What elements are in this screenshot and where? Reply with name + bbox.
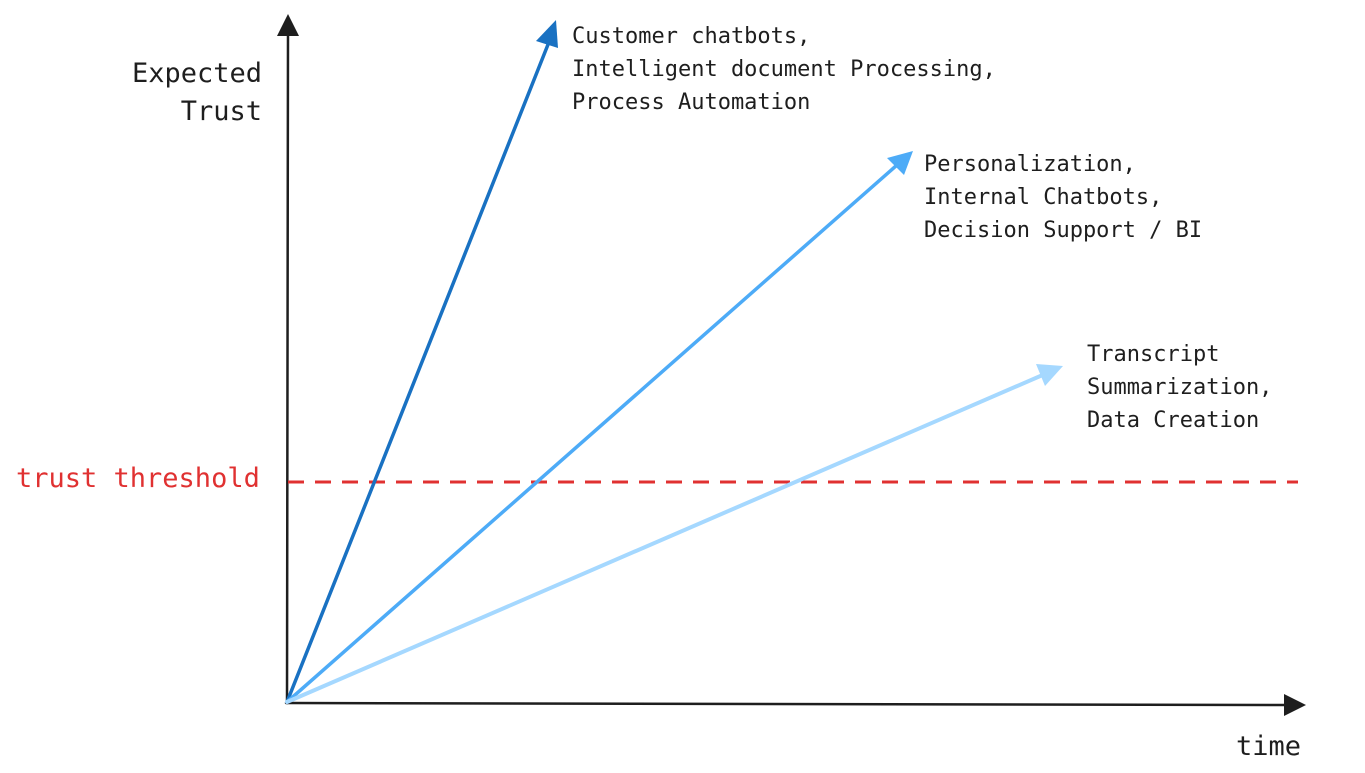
trajectory-label-1-line-2: Intelligent document Processing,: [572, 57, 996, 82]
x-axis: [284, 701, 1294, 707]
trajectory-label-1-line-1: Customer chatbots,: [572, 24, 811, 49]
y-axis: [285, 26, 290, 705]
trust-threshold-label: trust threshold: [16, 463, 260, 494]
trajectory-label-3-line-1: Transcript: [1087, 342, 1220, 367]
y-axis-arrowhead: [277, 14, 299, 36]
trajectory-label-2-line-1: Personalization,: [924, 152, 1136, 177]
trajectory-label-3: Transcript Summarization, Data Creation: [1087, 338, 1272, 437]
x-axis-label: time: [1236, 731, 1302, 762]
trajectory-arrow-1: [285, 40, 551, 704]
trajectory-arrow-3: [285, 372, 1047, 704]
trajectory-label-3-line-2: Summarization,: [1087, 375, 1273, 400]
trajectory-label-2-line-3: Decision Support / BI: [924, 218, 1203, 243]
trajectory-arrowhead-2: [887, 151, 913, 175]
trajectory-label-3-line-3: Data Creation: [1087, 408, 1260, 433]
trajectory-arrowhead-3: [1036, 364, 1063, 386]
y-axis-label-line-1: Expected: [131, 58, 262, 89]
trajectory-arrowhead-1: [536, 20, 558, 48]
trajectory-label-2: Personalization, Internal Chatbots, Deci…: [924, 148, 1202, 247]
trajectory-label-1: Customer chatbots, Intelligent document …: [572, 20, 996, 119]
trajectory-label-2-line-2: Internal Chatbots,: [924, 185, 1163, 210]
trajectory-arrow-2: [285, 163, 899, 704]
trajectory-label-1-line-3: Process Automation: [572, 90, 811, 115]
x-axis-arrowhead: [1284, 694, 1306, 716]
y-axis-label: Expected Trust: [108, 55, 262, 131]
y-axis-label-line-2: Trust: [180, 96, 262, 127]
